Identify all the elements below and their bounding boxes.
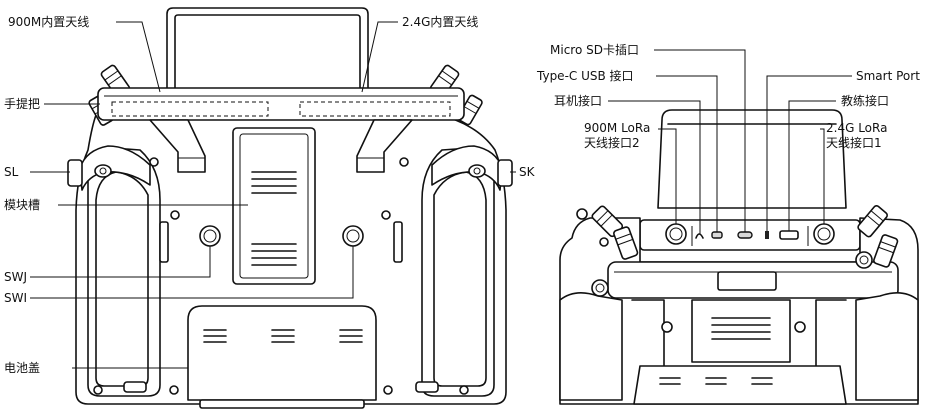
label-switch-sk: SK	[519, 165, 536, 179]
top-view-illustration	[559, 109, 919, 405]
label-trainer-port: 教练接口	[841, 93, 889, 108]
leader-lines	[30, 21, 852, 369]
label-smart-port: Smart Port	[856, 69, 920, 83]
label-type-c-usb-port: Type-C USB 接口	[536, 68, 634, 83]
label-handle: 手提把	[4, 96, 40, 111]
label-900m-internal-antenna: 900M内置天线	[8, 15, 89, 29]
top-view-labels: Micro SD卡插口 Type-C USB 接口 耳机接口 900M LoRa…	[536, 43, 920, 150]
label-switch-sl: SL	[4, 165, 19, 179]
label-micro-sd-slot: Micro SD卡插口	[550, 43, 639, 57]
label-headphone-jack: 耳机接口	[554, 93, 602, 108]
label-switch-swi: SWI	[4, 291, 27, 305]
label-module-bay: 模块槽	[4, 198, 40, 212]
label-switch-swj: SWJ	[4, 270, 27, 284]
label-24g-internal-antenna: 2.4G内置天线	[402, 15, 478, 29]
back-view-illustration	[67, 7, 513, 409]
back-view-labels: 900M内置天线 2.4G内置天线 手提把 SL SK 模块槽 SWJ SWI …	[4, 15, 536, 375]
label-battery-cover: 电池盖	[4, 361, 40, 375]
